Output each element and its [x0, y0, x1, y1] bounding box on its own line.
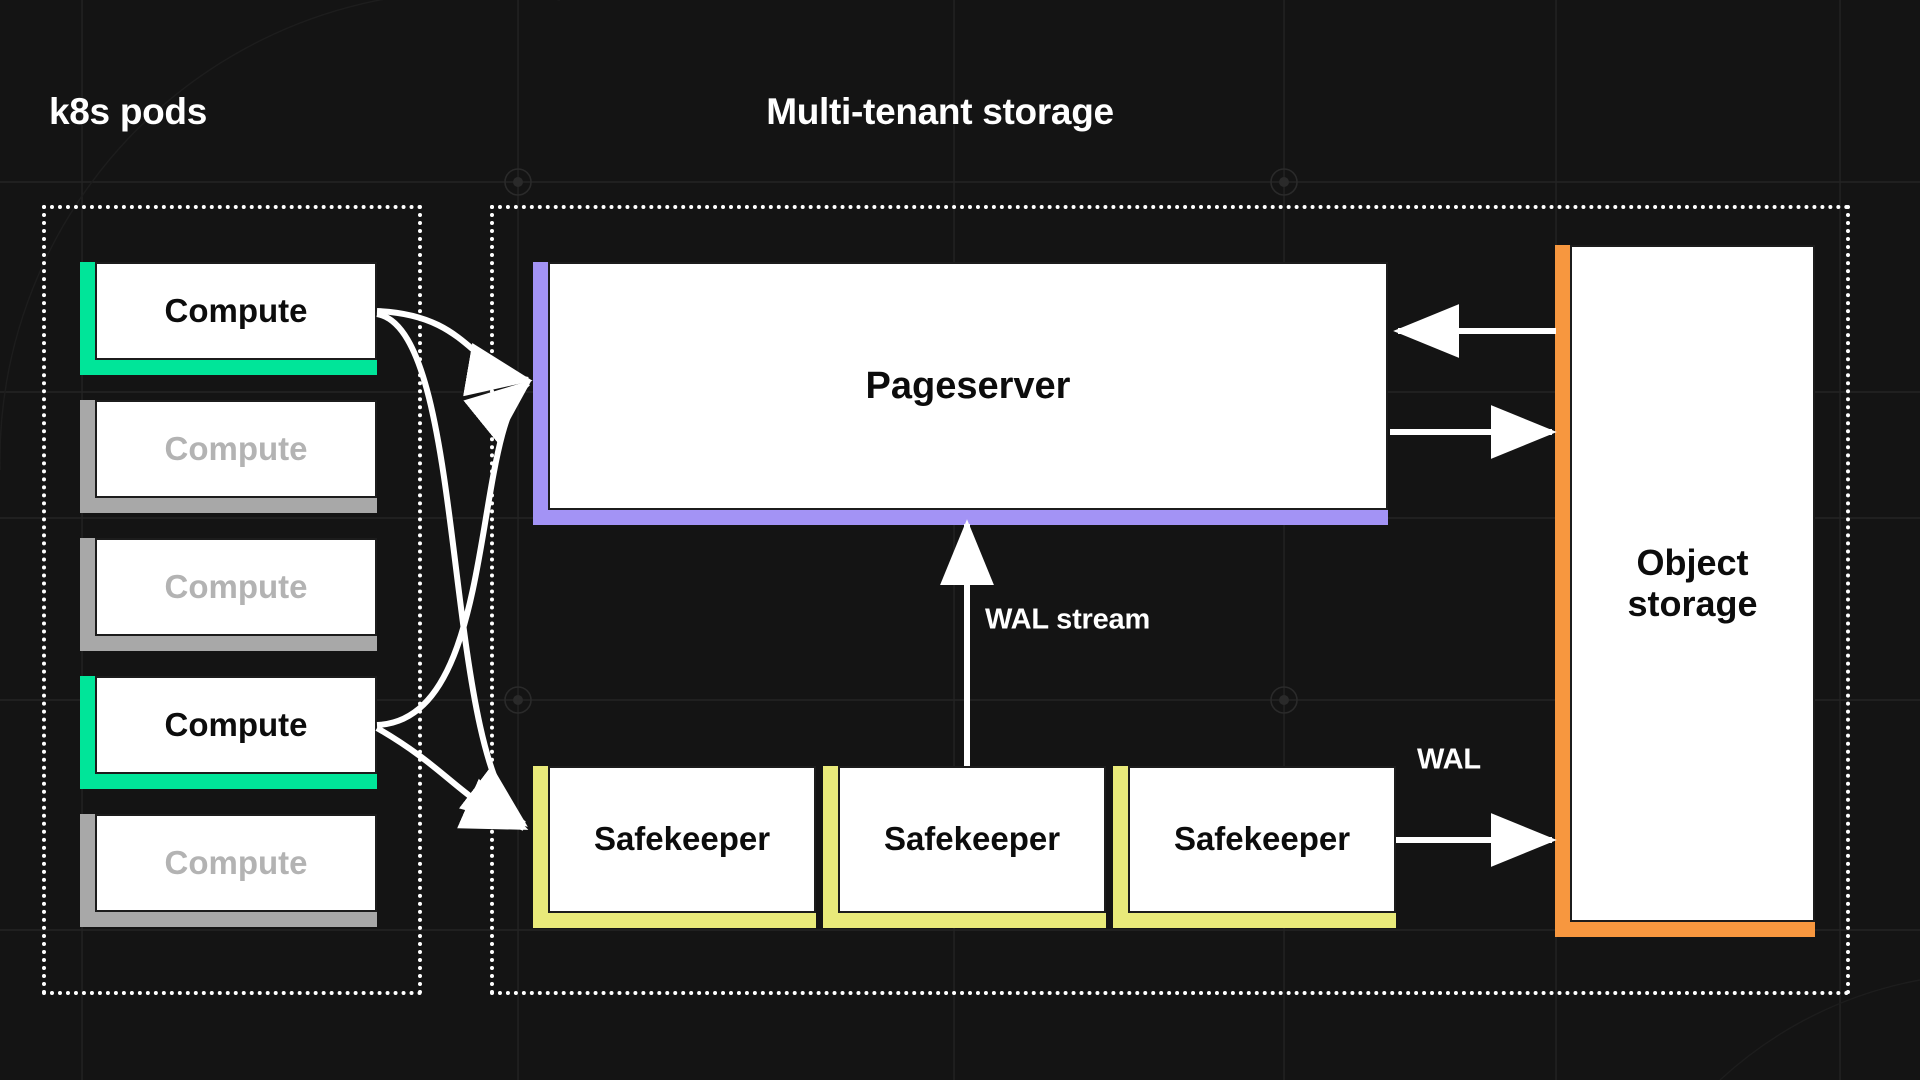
node-accent-shadow-safekeeper-1 — [533, 766, 816, 928]
accent-bar-bottom — [1113, 913, 1396, 928]
node-accent-shadow-safekeeper-3 — [1113, 766, 1396, 928]
accent-bar-bottom — [823, 913, 1106, 928]
node-accent-shadow-object-storage — [1555, 245, 1815, 937]
accent-bar-left — [1113, 766, 1128, 928]
accent-bar-left — [533, 766, 548, 928]
node-safekeeper-3[interactable]: Safekeeper — [1113, 766, 1396, 928]
node-label-compute-5: Compute — [164, 843, 308, 881]
node-face-compute-1[interactable]: Compute — [95, 262, 377, 360]
node-face-object-storage[interactable]: Object storage — [1570, 245, 1815, 922]
node-face-compute-5[interactable]: Compute — [95, 814, 377, 912]
node-face-compute-3[interactable]: Compute — [95, 538, 377, 636]
node-compute-1[interactable]: Compute — [80, 262, 377, 375]
accent-bar-bottom — [80, 636, 377, 651]
node-label-compute-4: Compute — [164, 705, 308, 743]
accent-bar-left — [533, 262, 548, 525]
node-label-safekeeper-1: Safekeeper — [593, 820, 771, 858]
node-pageserver[interactable]: Pageserver — [533, 262, 1388, 525]
accent-bar-left — [80, 400, 95, 513]
accent-bar-bottom — [80, 360, 377, 375]
accent-bar-left — [1555, 245, 1570, 937]
node-face-safekeeper-3[interactable]: Safekeeper — [1128, 766, 1396, 913]
node-label-safekeeper-3: Safekeeper — [1173, 820, 1351, 858]
accent-bar-bottom — [80, 498, 377, 513]
node-label-pageserver: Pageserver — [865, 364, 1071, 407]
node-label-compute-1: Compute — [164, 291, 308, 329]
accent-bar-bottom — [80, 774, 377, 789]
accent-bar-left — [80, 538, 95, 651]
node-accent-shadow-compute-5 — [80, 814, 377, 927]
node-safekeeper-2[interactable]: Safekeeper — [823, 766, 1106, 928]
node-compute-3[interactable]: Compute — [80, 538, 377, 651]
node-face-safekeeper-1[interactable]: Safekeeper — [548, 766, 816, 913]
accent-bar-bottom — [533, 510, 1388, 525]
accent-bar-bottom — [1555, 922, 1815, 937]
node-compute-2[interactable]: Compute — [80, 400, 377, 513]
accent-bar-left — [823, 766, 838, 928]
accent-bar-left — [80, 262, 95, 375]
accent-bar-left — [80, 814, 95, 927]
node-label-compute-2: Compute — [164, 429, 308, 467]
node-accent-shadow-compute-1 — [80, 262, 377, 375]
node-compute-5[interactable]: Compute — [80, 814, 377, 927]
edge-label-wal-stream-label: WAL stream — [985, 603, 1151, 636]
accent-bar-bottom — [80, 912, 377, 927]
node-face-pageserver[interactable]: Pageserver — [548, 262, 1388, 510]
group-title-multi-tenant-storage: Multi-tenant storage — [766, 91, 1114, 132]
accent-bar-left — [80, 676, 95, 789]
node-accent-shadow-pageserver — [533, 262, 1388, 525]
node-accent-shadow-compute-3 — [80, 538, 377, 651]
node-safekeeper-1[interactable]: Safekeeper — [533, 766, 816, 928]
node-face-safekeeper-2[interactable]: Safekeeper — [838, 766, 1106, 913]
node-label-object-storage: Object storage — [1627, 542, 1758, 624]
node-label-compute-3: Compute — [164, 567, 308, 605]
edge-label-wal-label: WAL — [1417, 743, 1481, 776]
node-face-compute-2[interactable]: Compute — [95, 400, 377, 498]
node-accent-shadow-compute-4 — [80, 676, 377, 789]
node-label-safekeeper-2: Safekeeper — [883, 820, 1061, 858]
node-face-compute-4[interactable]: Compute — [95, 676, 377, 774]
node-compute-4[interactable]: Compute — [80, 676, 377, 789]
node-accent-shadow-compute-2 — [80, 400, 377, 513]
group-title-k8s-pods: k8s pods — [49, 91, 207, 132]
node-object-storage[interactable]: Object storage — [1555, 245, 1815, 937]
accent-bar-bottom — [533, 913, 816, 928]
node-accent-shadow-safekeeper-2 — [823, 766, 1106, 928]
